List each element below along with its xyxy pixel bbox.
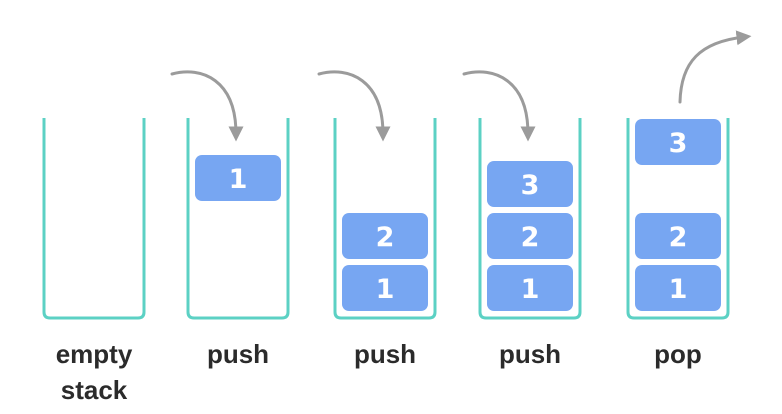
stack-stage-2: 1 — [170, 70, 290, 320]
stage-caption-line: push — [353, 339, 417, 369]
stack-container — [626, 118, 730, 320]
stage-caption-line: push — [498, 339, 562, 369]
stack-block — [342, 213, 428, 259]
stack-container — [478, 118, 582, 320]
stack-block — [195, 155, 281, 201]
push-arrow — [317, 70, 391, 142]
stack-block-label: 2 — [669, 222, 688, 253]
stage-caption: push — [178, 336, 298, 372]
stack-block-label: 1 — [521, 274, 540, 305]
stage-caption-line: empty — [55, 339, 133, 369]
stack-container — [42, 118, 146, 320]
stack-block-label: 1 — [669, 274, 688, 305]
pop-arrow — [678, 30, 752, 104]
stack-stage-1 — [42, 118, 146, 320]
stack-block-label: 3 — [521, 170, 540, 201]
stage-caption: push — [470, 336, 590, 372]
stage-caption-line: push — [206, 339, 270, 369]
stack-block — [635, 213, 721, 259]
stack-block-label: 2 — [521, 222, 540, 253]
stack-stage-3: 12 — [317, 70, 437, 320]
stack-block-label: 3 — [669, 128, 688, 159]
stage-caption: empty stack — [34, 336, 154, 408]
stack-stage-5: 1 2 3 — [626, 30, 752, 320]
stack-block — [487, 161, 573, 207]
stack-block — [635, 119, 721, 165]
push-arrow — [462, 70, 536, 142]
stack-block-label: 2 — [376, 222, 395, 253]
stage-caption: pop — [618, 336, 738, 372]
stack-block — [487, 265, 573, 311]
push-arrow — [170, 70, 244, 142]
stage-caption-line: stack — [60, 375, 128, 405]
stack-stage-4: 1 2 3 — [462, 70, 582, 320]
stage-caption-line: pop — [654, 339, 702, 369]
stack-block — [635, 265, 721, 311]
stage-caption: push — [325, 336, 445, 372]
stack-container — [186, 118, 290, 320]
stack-block — [487, 213, 573, 259]
stack-block-label: 1 — [376, 274, 395, 305]
stack-block — [342, 265, 428, 311]
stack-container — [333, 118, 437, 320]
stack-block-label: 1 — [229, 164, 248, 195]
